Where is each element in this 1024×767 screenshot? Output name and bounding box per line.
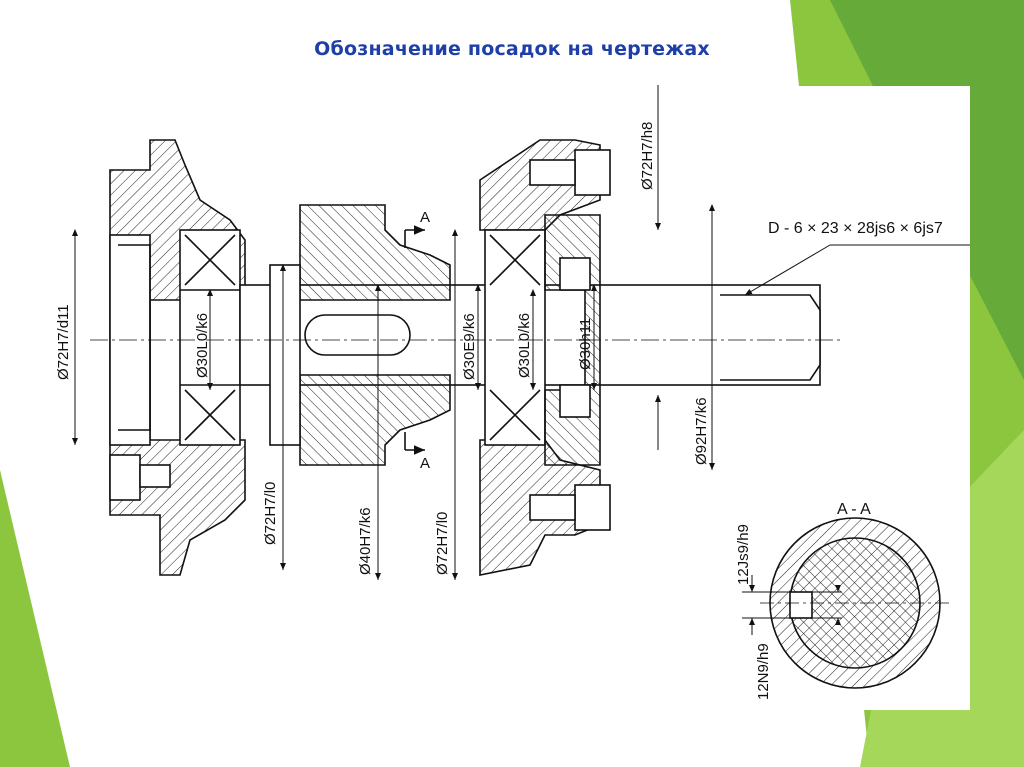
- right-bearing: [484, 229, 546, 446]
- section-view-title: A - A: [837, 501, 871, 518]
- right-bolt-bottom: [574, 484, 611, 531]
- dim-key-js9-h9: 12Js9/h9: [735, 524, 752, 585]
- dim-d72-h7-l0-b: Ø72H7/l0: [434, 512, 451, 575]
- dim-d30-e9-k6: Ø30E9/k6: [461, 313, 478, 380]
- green-shape-left: [0, 470, 70, 767]
- keyway: [304, 314, 411, 356]
- dim-d30-l0-k6-right: Ø30L0/k6: [516, 313, 533, 378]
- slide-title: Обозначение посадок на чертежах: [314, 38, 710, 60]
- dim-d30-l0-k6-left: Ø30L0/k6: [194, 313, 211, 378]
- gear: [299, 204, 451, 301]
- dim-d72-h7-l0-a: Ø72H7/l0: [262, 482, 279, 545]
- dim-d92-h7-k6: Ø92H7/k6: [693, 397, 710, 465]
- section-view: [760, 517, 950, 689]
- dim-d30-h11: Ø30h11: [577, 318, 594, 370]
- section-mark-bottom: A: [420, 455, 430, 472]
- key: [789, 591, 813, 619]
- dim-d40-h7-k6: Ø40H7/k6: [357, 507, 374, 575]
- right-bolt-top: [574, 149, 611, 196]
- dim-key-n9-h9: 12N9/h9: [755, 643, 772, 700]
- dim-d72-h7-d11: Ø72H7/d11: [55, 304, 72, 380]
- left-bolt: [109, 454, 141, 501]
- dim-d72-h7-h8: Ø72H7/h8: [639, 122, 656, 190]
- section-mark-top: A: [420, 209, 430, 226]
- dim-spline: D - 6 × 23 × 28js6 × 6js7: [768, 220, 943, 237]
